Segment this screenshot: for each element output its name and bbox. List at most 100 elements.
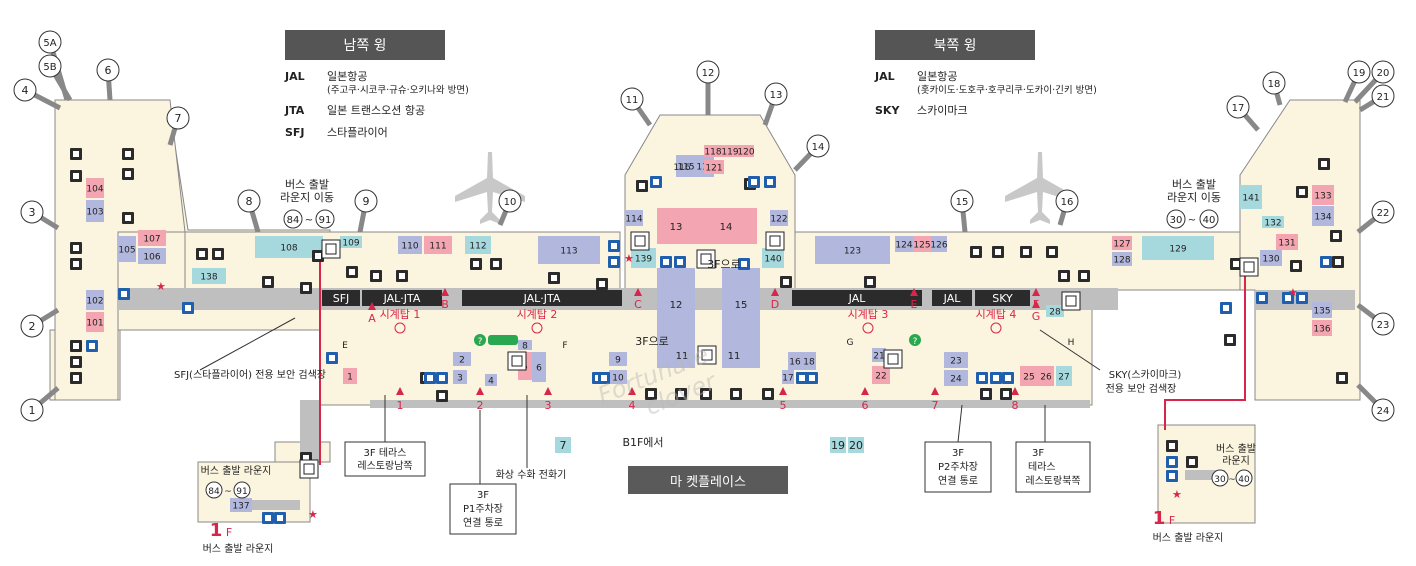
gate-circle[interactable]	[38, 30, 62, 54]
shop-block[interactable]	[895, 236, 913, 252]
gate-circle[interactable]	[696, 60, 720, 84]
gate-circle[interactable]	[20, 314, 44, 338]
shop-block[interactable]	[340, 236, 362, 248]
airplane-icon-north	[1005, 152, 1075, 224]
shop-block[interactable]	[1312, 302, 1332, 318]
gate-circle[interactable]	[96, 58, 120, 82]
gate-circle[interactable]	[1262, 71, 1286, 95]
shop-block[interactable]	[398, 236, 422, 254]
gate-label: 2	[29, 320, 36, 333]
shop-block[interactable]	[1260, 250, 1282, 266]
gate-circle[interactable]	[1055, 189, 1079, 213]
shop-block[interactable]	[230, 498, 252, 512]
shop-block[interactable]	[913, 236, 931, 252]
gate-label: 21	[1377, 92, 1390, 103]
gate-circle[interactable]	[764, 82, 788, 106]
shop-block[interactable]	[138, 230, 166, 246]
shop-block[interactable]	[538, 236, 600, 264]
bottom-box[interactable]	[555, 437, 571, 453]
small-shop-block[interactable]	[609, 370, 627, 384]
shop-block[interactable]	[1312, 206, 1334, 226]
gate-circle[interactable]	[1371, 398, 1395, 422]
small-shop-block[interactable]	[453, 352, 471, 366]
center-shop-block[interactable]	[672, 345, 692, 365]
info-question-glyph: ?	[478, 337, 483, 347]
shop-block[interactable]	[815, 236, 890, 264]
gate-circle[interactable]	[237, 189, 261, 213]
gate-circle[interactable]	[166, 106, 190, 130]
small-shop-block[interactable]	[1038, 366, 1054, 386]
gate-circle[interactable]	[20, 398, 44, 422]
small-shop-block[interactable]	[1020, 366, 1038, 386]
gate-circle[interactable]	[498, 189, 522, 213]
shop-number: 127	[1113, 240, 1130, 250]
small-shop-block[interactable]	[453, 370, 467, 384]
shop-block[interactable]	[118, 236, 136, 262]
small-shop-block[interactable]	[343, 368, 357, 384]
bottom-box[interactable]	[848, 437, 864, 453]
small-shop-block[interactable]	[872, 348, 886, 362]
small-shop-block[interactable]	[944, 370, 968, 386]
shop-block[interactable]	[770, 210, 788, 226]
shop-block[interactable]	[676, 155, 696, 177]
bottom-box[interactable]	[830, 437, 846, 453]
small-shop-block[interactable]	[802, 352, 816, 370]
shop-block[interactable]	[1112, 252, 1132, 266]
shop-block[interactable]	[86, 178, 104, 198]
shop-block[interactable]	[704, 145, 722, 157]
shop-block[interactable]	[1112, 236, 1132, 250]
shop-block[interactable]	[86, 312, 104, 332]
gate-circle[interactable]	[1226, 95, 1250, 119]
small-shop-block[interactable]	[872, 366, 890, 384]
gate-circle[interactable]	[1371, 84, 1395, 108]
center-shop-block[interactable]	[657, 208, 695, 244]
accessibility-icon-glyph	[677, 259, 683, 265]
gate-circle[interactable]	[1371, 312, 1395, 336]
shop-block[interactable]	[1312, 320, 1332, 336]
gate-circle[interactable]	[950, 189, 974, 213]
gate-circle[interactable]	[20, 200, 44, 224]
shop-block[interactable]	[704, 160, 724, 174]
gate-circle[interactable]	[13, 78, 37, 102]
gate-circle[interactable]	[1347, 60, 1371, 84]
gate-circle[interactable]	[620, 87, 644, 111]
small-shop-block[interactable]	[518, 340, 532, 350]
small-shop-block[interactable]	[532, 352, 546, 382]
shop-block[interactable]	[1142, 236, 1214, 260]
elevator-icon-glyph	[303, 463, 315, 475]
lower-walkway	[370, 400, 1090, 408]
gate-circle[interactable]	[354, 189, 378, 213]
shop-block[interactable]	[86, 200, 104, 222]
shop-block[interactable]	[625, 210, 643, 226]
center-shop-block[interactable]	[695, 208, 757, 244]
shop-block[interactable]	[931, 236, 947, 252]
shop-block[interactable]	[1262, 216, 1284, 228]
amenity-icon-glyph	[983, 391, 989, 397]
small-shop-block[interactable]	[788, 352, 802, 370]
shop-block[interactable]	[1240, 185, 1262, 209]
shop-block[interactable]	[722, 145, 738, 157]
shop-block[interactable]	[465, 236, 491, 254]
shop-block[interactable]	[138, 248, 166, 264]
shop-block[interactable]	[192, 268, 226, 284]
small-shop-block[interactable]	[1046, 305, 1064, 317]
gate-circle[interactable]	[806, 134, 830, 158]
shop-block[interactable]	[631, 248, 656, 268]
center-shop-block[interactable]	[724, 345, 744, 365]
letter-arrow	[771, 288, 779, 296]
small-shop-block[interactable]	[485, 374, 497, 386]
shop-block[interactable]	[738, 145, 754, 157]
small-shop-block[interactable]	[782, 370, 794, 384]
small-shop-block[interactable]	[1056, 366, 1072, 386]
small-shop-block[interactable]	[609, 352, 627, 366]
small-shop-block[interactable]	[944, 352, 968, 368]
gate-circle[interactable]	[1371, 200, 1395, 224]
shop-block[interactable]	[1312, 185, 1334, 205]
shop-block[interactable]	[424, 236, 452, 254]
shop-block[interactable]	[762, 248, 784, 268]
shop-block[interactable]	[255, 236, 323, 258]
shop-block[interactable]	[1276, 234, 1298, 250]
shop-block[interactable]	[86, 290, 104, 310]
gate-circle[interactable]	[38, 54, 62, 78]
gate-circle[interactable]	[1371, 60, 1395, 84]
